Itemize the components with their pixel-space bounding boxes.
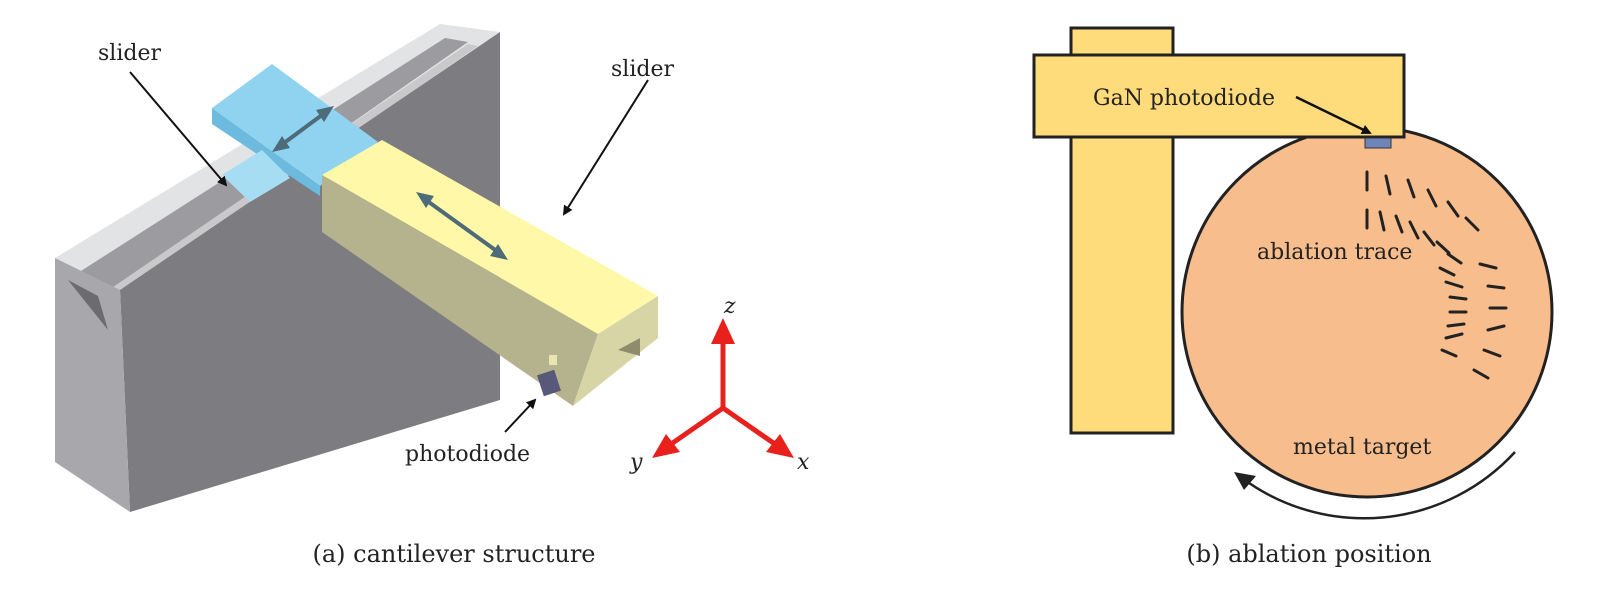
trace-dash (1422, 230, 1436, 247)
cantilever-arrowhead-1 (416, 192, 434, 208)
blue-slider-top (212, 64, 378, 186)
rotation-arrowhead (1234, 472, 1256, 490)
cantilever-front (322, 175, 598, 406)
blue-slider-arrowhead-1 (272, 136, 290, 152)
trace-dash (1394, 214, 1404, 234)
trace-dash (1426, 188, 1438, 208)
photodiode-pins (549, 355, 557, 365)
trace-dash (1435, 240, 1451, 255)
gan-photodiode-icon (1364, 137, 1392, 149)
trace-dash (1408, 220, 1420, 240)
trace-dash (1478, 262, 1498, 270)
ablation-trace (1365, 170, 1508, 380)
ablation-trace-label: ablation trace (1257, 240, 1412, 265)
gan-photodiode-pointer (1295, 95, 1372, 135)
trace-dash (1440, 348, 1458, 358)
cantilever-notch (618, 338, 640, 356)
axis-z-head (711, 318, 735, 344)
axis-y-label: y (629, 450, 643, 475)
rail-front (120, 32, 500, 512)
trace-dash (1384, 174, 1392, 196)
panel-a: slider slider photodiode z y x (a) canti… (55, 24, 810, 568)
trace-dash (1378, 210, 1386, 232)
trace-dash (1446, 252, 1463, 265)
cantilever-arrowhead-2 (490, 244, 508, 260)
slider-right-label: slider (611, 57, 674, 82)
blue-slider-arrow (278, 110, 328, 148)
axis-y (662, 405, 725, 452)
slider-left-pointer (129, 71, 228, 187)
trace-dash (1486, 284, 1506, 290)
rotation-arrow (1241, 451, 1516, 520)
rail-side (55, 258, 130, 512)
slider-right-pointer (562, 79, 649, 216)
rail-notch (68, 280, 108, 330)
axis-z-label: z (723, 294, 736, 319)
caption-a: (a) cantilever structure (312, 540, 595, 568)
trace-dash (1446, 200, 1460, 218)
metal-target-label: metal target (1293, 435, 1431, 460)
trace-dash (1486, 324, 1506, 332)
trace-dash (1444, 332, 1464, 340)
blue-slider-front (212, 108, 320, 196)
beam-arm (1032, 53, 1406, 139)
photodiode-label: photodiode (405, 442, 530, 467)
trace-dash (1448, 295, 1468, 301)
trace-dash (1446, 322, 1466, 328)
photodiode-pointer (504, 398, 537, 433)
blue-slider-foot (222, 150, 290, 202)
trace-dash (1444, 280, 1464, 289)
slider-left-label: slider (98, 41, 161, 66)
trace-dash (1472, 368, 1490, 380)
gan-photodiode-label: GaN photodiode (1093, 86, 1275, 111)
panel-b: GaN photodiode ablation trace metal targ… (1032, 26, 1554, 568)
axis-y-head (652, 434, 680, 458)
axes: z y x (629, 294, 810, 475)
photodiode-icon (537, 369, 561, 397)
trace-dash (1464, 216, 1480, 232)
cantilever-end (573, 296, 658, 406)
trace-dash (1406, 178, 1416, 199)
axis-x-head (766, 434, 794, 458)
axis-x-label: x (797, 450, 810, 475)
axis-x (721, 405, 784, 452)
trace-dash (1438, 266, 1456, 277)
trace-dash (1482, 348, 1502, 358)
caption-b: (b) ablation position (1186, 540, 1431, 568)
blue-slider-arrowhead-2 (316, 106, 334, 122)
blue-slider (212, 64, 378, 202)
yellow-cantilever (322, 140, 658, 406)
cantilever-top (322, 140, 658, 334)
cantilever-arrow (424, 198, 500, 254)
